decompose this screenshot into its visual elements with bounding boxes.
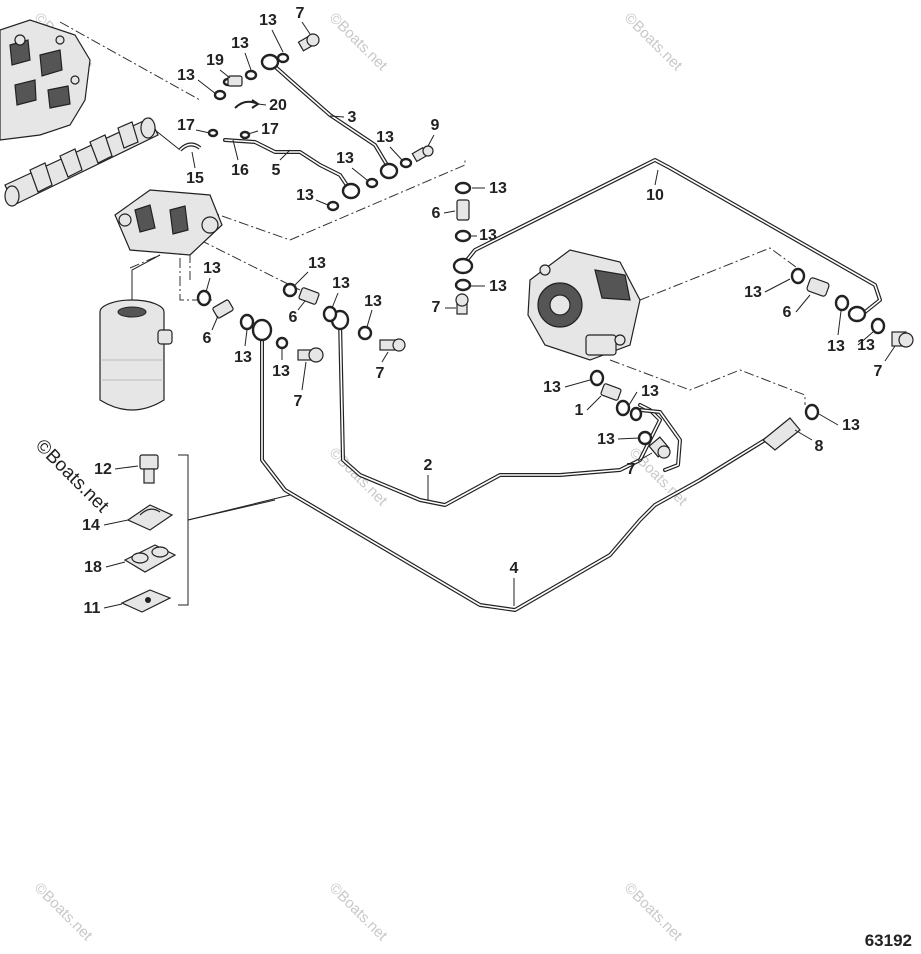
callout-7: 7 [874,363,883,380]
callout-2: 2 [424,457,433,474]
callout-8: 8 [815,438,824,455]
cylinder-head-section [0,19,91,141]
callout-5: 5 [272,162,281,179]
callout-13: 13 [203,260,221,277]
fuel-line-4 [251,318,767,612]
callout-13: 13 [296,187,314,204]
callout-13: 13 [489,278,507,295]
watermark: ©Boats.net [326,9,391,74]
clamp-14 [126,504,174,531]
callout-13: 13 [489,180,507,197]
callout-13: 13 [597,431,615,448]
fuel-filter-head [114,189,223,256]
callout-9: 9 [431,117,440,134]
callout-7: 7 [296,5,305,22]
bolt-9 [411,145,434,163]
fuel-hose-15 [178,142,202,152]
callout-11: 11 [84,600,101,617]
callout-3: 3 [348,109,357,126]
callout-20: 20 [269,97,287,114]
callout-1: 1 [575,402,584,419]
plate-11 [120,589,172,613]
callout-13: 13 [842,417,860,434]
clamp-18 [123,544,177,573]
callout-13: 13 [259,12,277,29]
callout-13: 13 [479,227,497,244]
callout-13: 13 [234,349,252,366]
watermark: ©Boats.net [326,444,391,509]
fuel-filter-canister [99,254,173,411]
fuel-line-10 [452,158,882,323]
callout-6: 6 [432,205,441,222]
callout-19: 19 [206,52,224,69]
figure-code: 63192 [865,931,912,950]
clamp-assembly [120,454,291,613]
callout-15: 15 [186,170,204,187]
bolt-7-lower [648,436,671,459]
watermark: ©Boats.net [621,879,686,944]
callout-13: 13 [744,284,762,301]
bolt-7-top [297,33,320,52]
fuel-line-5 [223,138,361,200]
callout-13: 13 [364,293,382,310]
bolt-7-mid [379,338,406,352]
callout-4: 4 [510,560,519,577]
callout-13: 13 [177,67,195,84]
callout-18: 18 [84,559,102,576]
callout-17: 17 [261,121,279,138]
callout-7: 7 [627,461,636,478]
watermark: ©Boats.net [326,879,391,944]
watermark: ©Boats.net [31,879,96,944]
fuel-line-1-return [638,408,682,472]
callout-16: 16 [231,162,249,179]
hardware [196,33,914,459]
high-pressure-fuel-pump [527,249,641,361]
callout-6: 6 [783,304,792,321]
callout-13: 13 [543,379,561,396]
fuel-rail [4,117,181,207]
callout-7: 7 [432,299,441,316]
callout-6: 6 [289,309,298,326]
callout-labels: 13 7 13 19 13 20 3 17 17 13 9 13 16 5 15… [82,5,896,617]
callout-13: 13 [272,363,290,380]
callout-6: 6 [203,330,212,347]
callout-13: 13 [827,338,845,355]
callout-14: 14 [82,517,100,534]
callout-13: 13 [857,337,875,354]
bolt-7-center [455,293,469,315]
bolt-7-right [891,331,914,348]
bolt-12 [139,454,159,484]
bolt-7-left [297,347,324,363]
fuel-line-3 [260,53,399,180]
callout-13: 13 [336,150,354,167]
callout-10: 10 [646,187,664,204]
watermark: ©Boats.net [621,9,686,74]
callout-13: 13 [231,35,249,52]
callout-7: 7 [376,365,385,382]
callout-13: 13 [641,383,659,400]
callout-13: 13 [308,255,326,272]
callout-12: 12 [94,461,112,478]
callout-13: 13 [332,275,350,292]
callout-17: 17 [177,117,195,134]
callout-13: 13 [376,129,394,146]
callout-7: 7 [294,393,303,410]
